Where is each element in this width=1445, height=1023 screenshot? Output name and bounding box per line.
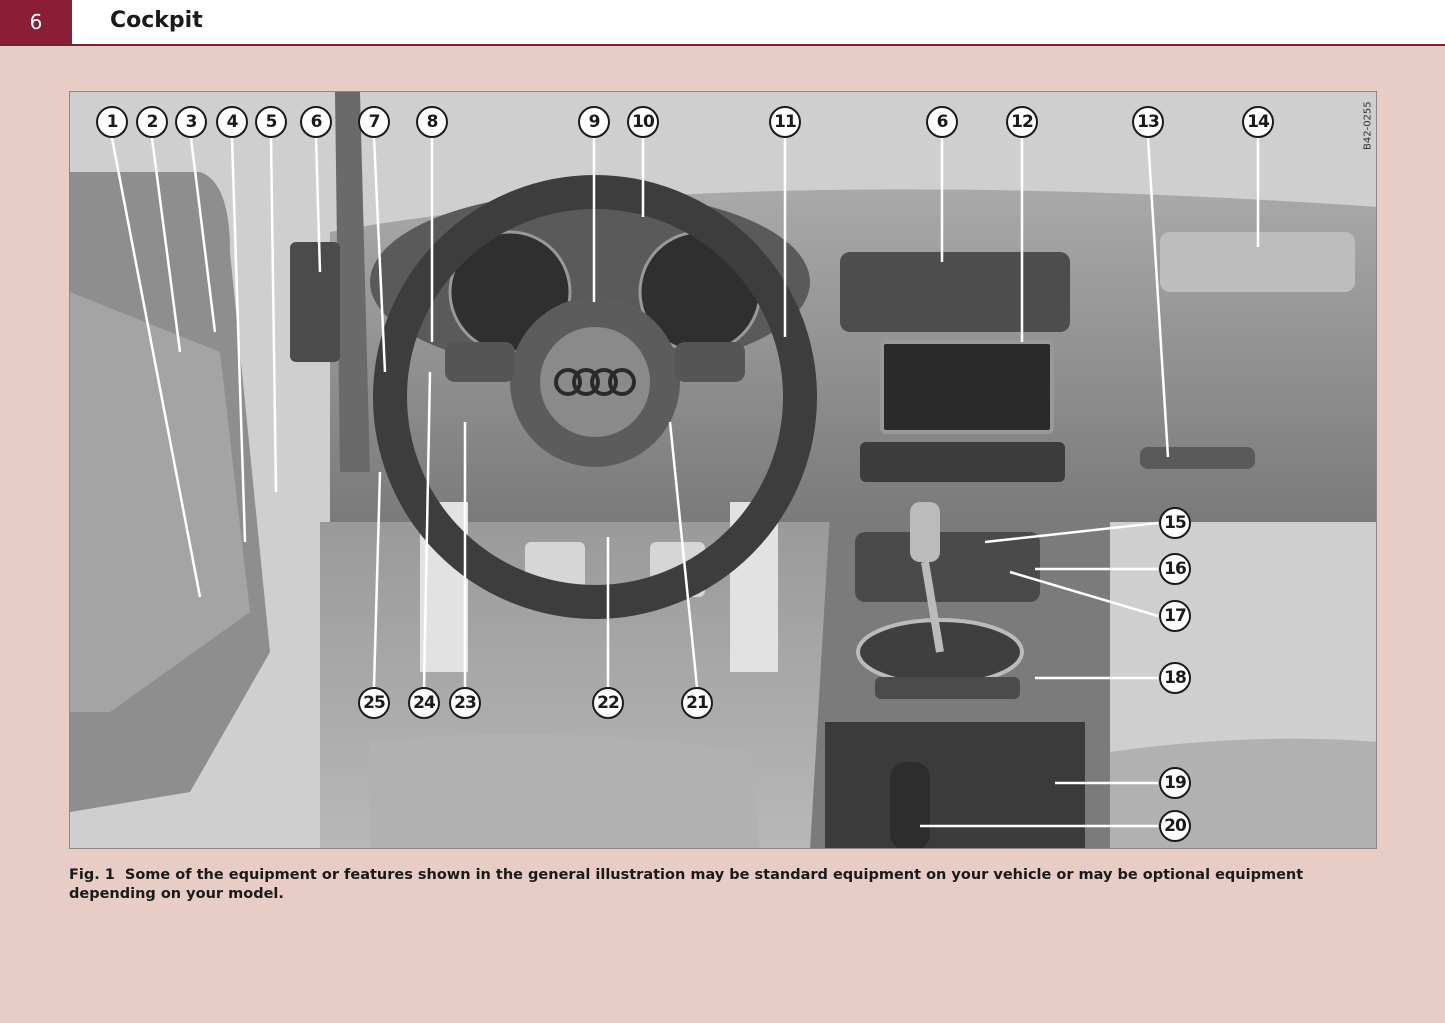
callout-22: 22 [592, 687, 624, 719]
glovebox-handle [1140, 447, 1255, 469]
climate-controls [855, 532, 1040, 602]
callout-21: 21 [681, 687, 713, 719]
driver-seat [370, 734, 760, 848]
callout-2: 2 [136, 106, 168, 138]
callout-5: 5 [255, 106, 287, 138]
gear-knob [910, 502, 940, 562]
callout-14: 14 [1242, 106, 1274, 138]
callout-10: 10 [627, 106, 659, 138]
callout-24: 24 [408, 687, 440, 719]
cockpit-illustration: B42-0255 1 2 3 4 5 6 7 8 9 10 11 6 12 13… [69, 91, 1377, 849]
callout-3: 3 [175, 106, 207, 138]
navigation-screen [880, 340, 1054, 434]
callout-13: 13 [1132, 106, 1164, 138]
callout-12: 12 [1006, 106, 1038, 138]
callout-4: 4 [216, 106, 248, 138]
callout-23: 23 [449, 687, 481, 719]
passenger-seat [1110, 738, 1376, 848]
callout-19: 19 [1159, 767, 1191, 799]
section-title: Cockpit [110, 8, 203, 33]
callout-17: 17 [1159, 600, 1191, 632]
airbag-panel [1160, 232, 1355, 292]
callout-6-center: 6 [926, 106, 958, 138]
console-buttons [875, 677, 1020, 699]
figure-label: Fig. 1 [69, 867, 115, 883]
callout-15: 15 [1159, 507, 1191, 539]
callout-16: 16 [1159, 553, 1191, 585]
leader-lines [110, 137, 1260, 828]
figure-caption-text: Some of the equipment or features shown … [69, 867, 1304, 902]
cockpit-drawing [70, 92, 1376, 848]
callout-6: 6 [300, 106, 332, 138]
page-header: 6 Cockpit [0, 0, 1445, 46]
center-air-vent [840, 252, 1070, 332]
handbrake [890, 762, 930, 848]
callout-7: 7 [358, 106, 390, 138]
audi-logo [554, 368, 636, 396]
left-air-vent [290, 242, 340, 362]
callout-11: 11 [769, 106, 801, 138]
callout-8: 8 [416, 106, 448, 138]
callout-20: 20 [1159, 810, 1191, 842]
callout-25: 25 [358, 687, 390, 719]
storage-compartment [825, 722, 1085, 848]
callout-9: 9 [578, 106, 610, 138]
mmi-controls [860, 442, 1065, 482]
page-number: 6 [0, 0, 72, 44]
figure-reference-code: B42-0255 [1362, 101, 1374, 151]
callout-18: 18 [1159, 662, 1191, 694]
callout-1: 1 [96, 106, 128, 138]
